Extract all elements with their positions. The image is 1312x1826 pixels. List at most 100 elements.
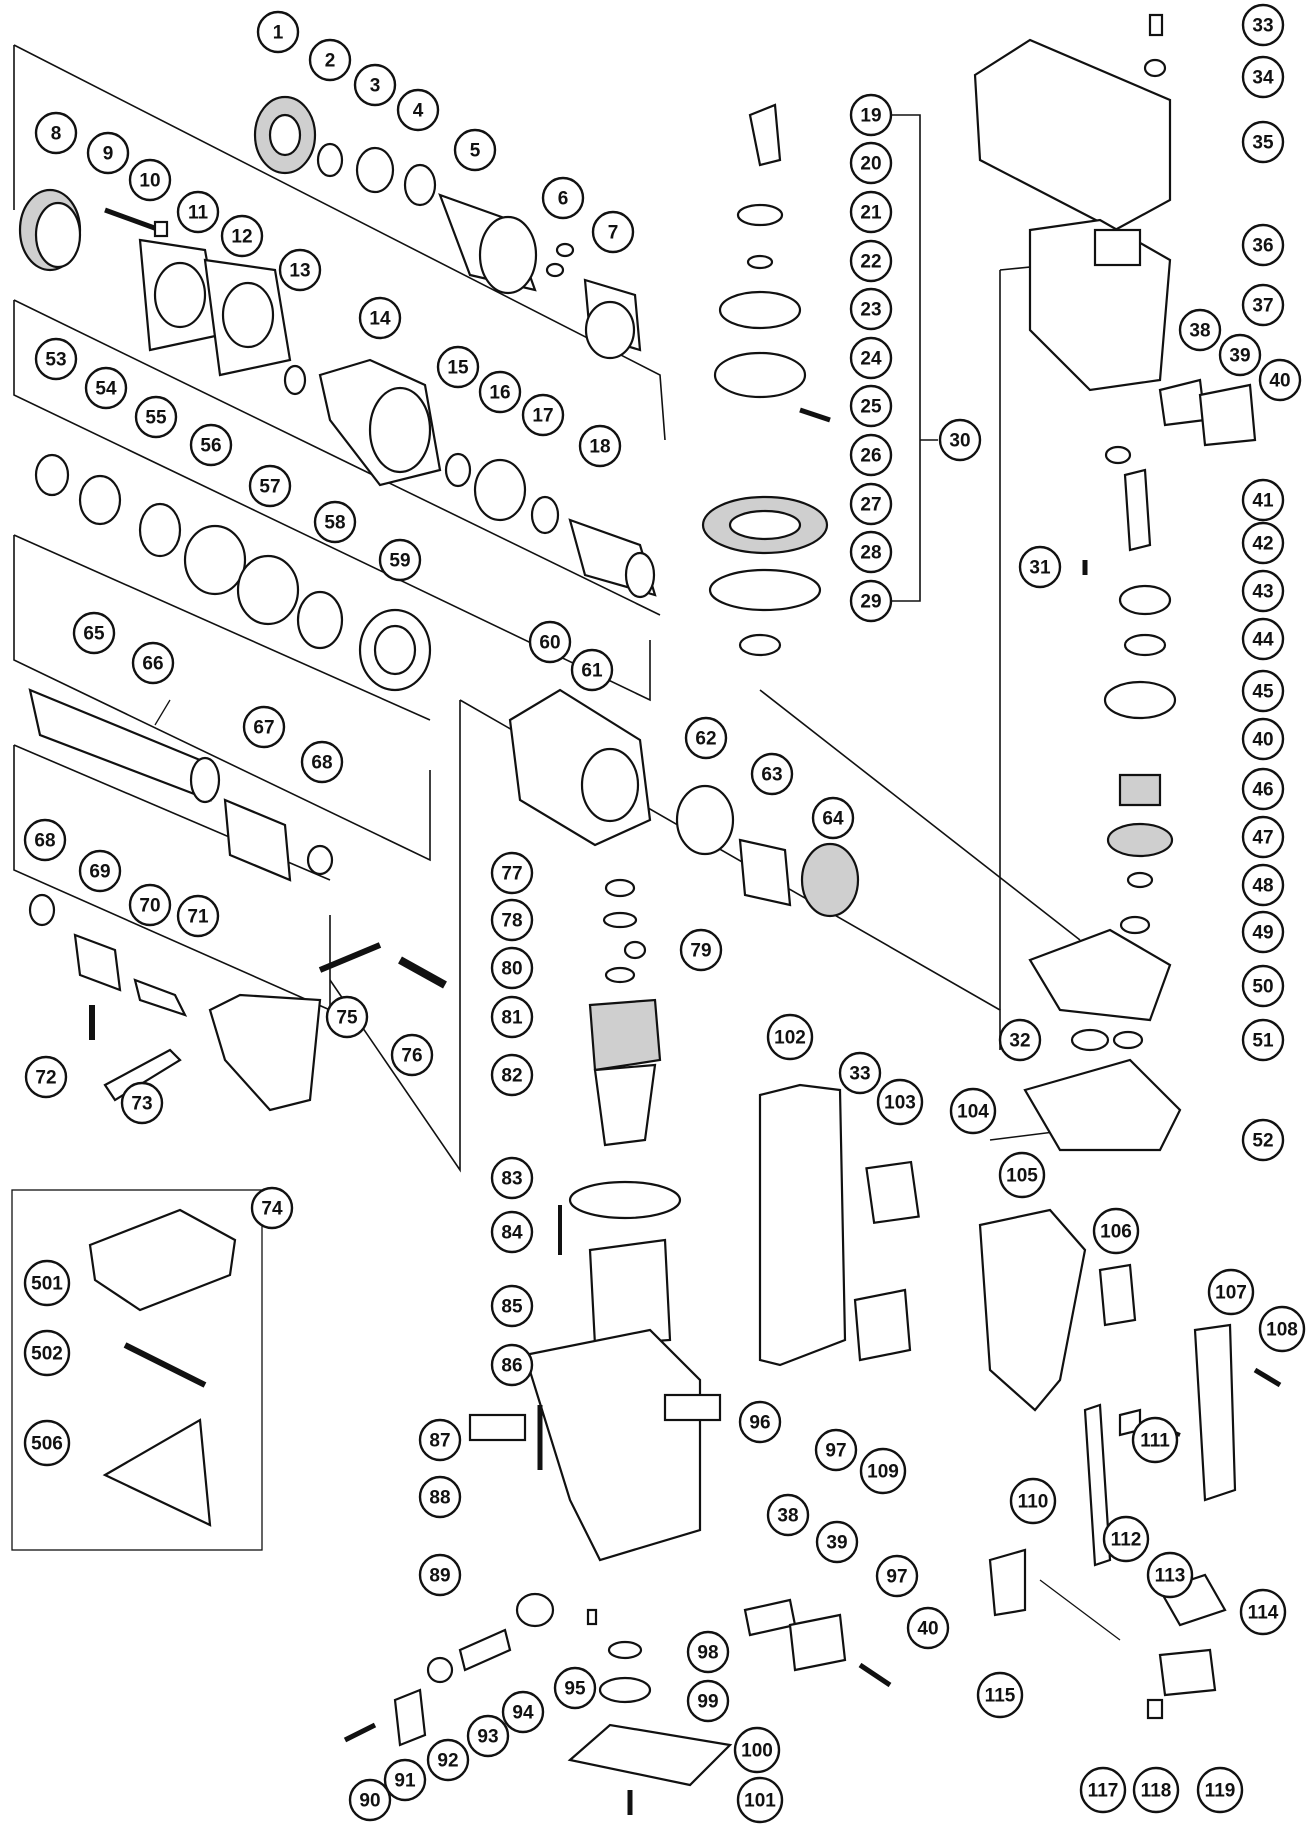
callout-68: 68 (23, 818, 67, 862)
callout-number: 87 (429, 1431, 450, 1452)
callout-circle (1241, 910, 1285, 954)
callout-number: 53 (45, 350, 66, 371)
callout-circle (1241, 223, 1285, 267)
part-15-ring (444, 452, 472, 488)
callout-number: 97 (825, 1441, 846, 1462)
part-73-handle (103, 1048, 182, 1102)
part-74-side-handle (208, 993, 322, 1112)
callout-119: 119 (1196, 1766, 1244, 1814)
callout-63: 63 (750, 752, 794, 796)
callout-28: 28 (849, 530, 893, 574)
callout-circle (998, 1151, 1046, 1199)
part-91-cap (393, 1688, 427, 1747)
callout-number: 84 (501, 1223, 523, 1244)
callout-circle (1241, 669, 1285, 713)
callout-circle (684, 716, 728, 760)
callout-20: 20 (849, 141, 893, 185)
callout-number: 51 (1252, 1031, 1274, 1052)
callout-number: 33 (1252, 16, 1273, 37)
callout-number: 17 (532, 406, 553, 427)
part-107-grip (1193, 1323, 1237, 1502)
callout-circle (849, 93, 893, 137)
part-4-ring (403, 163, 437, 207)
part-119-connector (1158, 1648, 1217, 1697)
callout-number: 93 (477, 1727, 498, 1748)
callout-36: 36 (1241, 223, 1285, 267)
part-45-plate (1103, 680, 1177, 720)
callout-circle (1241, 521, 1285, 565)
callout-14: 14 (358, 296, 402, 340)
callout-84: 84 (490, 1210, 534, 1254)
part-2-ring (316, 142, 344, 178)
callout-number: 58 (324, 513, 345, 534)
callout-circle (490, 995, 534, 1039)
callout-circle (256, 10, 300, 54)
part-115-switch (988, 1548, 1027, 1617)
callout-34: 34 (1241, 55, 1285, 99)
callout-circle (490, 1210, 534, 1254)
callout-number: 55 (145, 408, 167, 429)
callout-circle (849, 190, 893, 234)
callout-number: 3 (370, 76, 381, 97)
callout-circle (738, 1400, 782, 1444)
part-82-armature-core (593, 1063, 657, 1147)
callout-4: 4 (396, 88, 440, 132)
callout-circle (1241, 717, 1285, 761)
part-63-bearing (738, 838, 792, 907)
callout-73: 73 (120, 1081, 164, 1125)
callout-92: 92 (426, 1738, 470, 1782)
part-100-cover (567, 1723, 733, 1787)
callout-number: 59 (389, 551, 410, 572)
callout-number: 5 (470, 141, 481, 162)
part-52-crank-cover (1023, 1058, 1182, 1152)
part-41-ring (1104, 445, 1132, 465)
callout-circle (490, 898, 534, 942)
callout-number: 79 (690, 941, 711, 962)
callout-104: 104 (949, 1087, 997, 1135)
callout-circle (849, 239, 893, 283)
part-88-label (468, 1413, 527, 1442)
callout-number: 97 (886, 1567, 907, 1588)
callout-32: 32 (998, 1018, 1042, 1062)
callout-56: 56 (189, 423, 233, 467)
callout-83: 83 (490, 1156, 534, 1200)
part-105-handle (978, 1208, 1087, 1412)
callout-circle (353, 63, 397, 107)
callout-circle (176, 894, 220, 938)
callout-88: 88 (418, 1475, 462, 1519)
callout-111: 111 (1131, 1416, 1179, 1464)
callout-97: 97 (875, 1554, 919, 1598)
part-70-lever (133, 978, 188, 1017)
callout-circle (378, 538, 422, 582)
callout-number: 9 (103, 144, 114, 165)
callout-number: 15 (447, 358, 469, 379)
callout-37: 37 (1241, 283, 1285, 327)
callout-number: 68 (311, 753, 332, 774)
callout-circle (679, 928, 723, 972)
callout-circle (591, 210, 635, 254)
callout-circle (541, 176, 585, 220)
callout-64: 64 (811, 796, 855, 840)
callout-number: 45 (1252, 682, 1274, 703)
callout-58: 58 (313, 500, 357, 544)
callout-55: 55 (134, 395, 178, 439)
part-34-washer (1143, 58, 1167, 78)
callout-number: 37 (1252, 296, 1273, 317)
callout-number: 76 (401, 1046, 422, 1067)
callout-number: 52 (1252, 1131, 1273, 1152)
callout-number: 83 (501, 1169, 522, 1190)
callout-circle (313, 500, 357, 544)
callout-circle (976, 1671, 1024, 1719)
callout-70: 70 (128, 883, 172, 927)
callout-3: 3 (353, 63, 397, 107)
callout-87: 87 (418, 1418, 462, 1462)
callout-circle (686, 1630, 730, 1674)
callout-number: 82 (501, 1066, 522, 1087)
part-23-plate (718, 290, 802, 330)
callout-circle (553, 1666, 597, 1710)
callout-8: 8 (34, 111, 78, 155)
callout-circle (1241, 478, 1285, 522)
callout-103: 103 (876, 1078, 924, 1126)
callout-number: 12 (231, 227, 252, 248)
callout-circle (1258, 358, 1302, 402)
